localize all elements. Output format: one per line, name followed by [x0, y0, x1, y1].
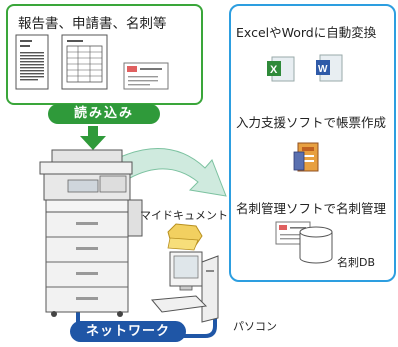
svg-text:X: X — [270, 64, 278, 76]
feature-form-software: 入力支援ソフトで帳票作成 — [236, 115, 387, 130]
document-icon — [15, 34, 49, 90]
feature-card-management: 名刺管理ソフトで名刺管理 — [236, 201, 387, 216]
word-icon: W — [316, 54, 343, 82]
svg-text:W: W — [318, 64, 328, 75]
form-software-icon — [293, 142, 319, 172]
pc-label: パソコン — [233, 320, 277, 333]
excel-icon: X — [267, 56, 295, 82]
folder-icon — [167, 223, 203, 251]
card-db-icon — [275, 221, 333, 264]
network-label: ネットワーク — [70, 321, 186, 342]
card-db-label: 名刺DB — [337, 256, 376, 269]
my-document-label: マイドキュメント — [140, 209, 228, 222]
curved-arrow-icon — [117, 148, 227, 197]
arrow-down-icon — [80, 126, 106, 150]
read-label: 読み込み — [48, 104, 160, 124]
feature-excel-word: ExcelやWordに自動変換 — [236, 25, 377, 40]
form-icon — [61, 34, 108, 90]
documents-title: 報告書、申請書、名刺等 — [18, 16, 167, 32]
copier-icon — [39, 149, 143, 317]
business-card-icon — [123, 62, 169, 90]
pc-icon — [151, 251, 219, 323]
